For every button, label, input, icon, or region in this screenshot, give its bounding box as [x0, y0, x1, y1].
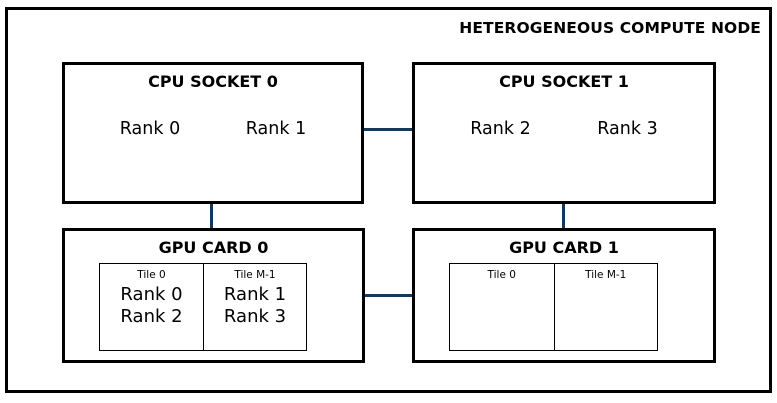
cpu-socket-1-title: CPU SOCKET 1 [499, 72, 629, 91]
cpu-socket-0-block[interactable]: CPU SOCKET 0 Rank 0 Rank 1 [62, 62, 364, 204]
gpu-card-0-tile-0-ranks: Rank 0 Rank 2 [120, 284, 182, 328]
gpu-card-0-tile-m-1[interactable]: Tile M-1 Rank 1 Rank 3 [203, 264, 306, 350]
gpu-card-0-tile-0-rank-0: Rank 0 [120, 284, 183, 306]
gpu-card-0-tile-0-label: Tile 0 [137, 269, 166, 281]
gpu-card-0-title: GPU CARD 0 [158, 238, 269, 257]
gpu-card-1-tile-0-label: Tile 0 [487, 269, 516, 281]
connector-gpu0-to-gpu1 [363, 294, 413, 297]
gpu-card-1-block[interactable]: GPU CARD 1 Tile 0 Tile M-1 [412, 228, 716, 363]
gpu-card-0-block[interactable]: GPU CARD 0 Tile 0 Rank 0 Rank 2 Tile M-1… [62, 228, 365, 363]
gpu-card-1-tile-group: Tile 0 Tile M-1 [449, 263, 658, 351]
gpu-card-0-tile-m-1-label: Tile M-1 [234, 269, 276, 281]
gpu-card-0-tile-m-1-rank-3: Rank 3 [223, 306, 287, 328]
connector-cpu0-to-gpu0 [210, 202, 213, 229]
connector-cpu1-to-gpu1 [562, 202, 565, 229]
node-title: HETEROGENEOUS COMPUTE NODE [459, 19, 761, 37]
gpu-card-1-tile-0[interactable]: Tile 0 [450, 264, 554, 350]
gpu-card-0-tile-group: Tile 0 Rank 0 Rank 2 Tile M-1 Rank 1 Ran… [99, 263, 307, 351]
cpu-socket-1-rank-3: Rank 3 [597, 119, 658, 139]
cpu-socket-1-block[interactable]: CPU SOCKET 1 Rank 2 Rank 3 [412, 62, 716, 204]
gpu-card-0-tile-m-1-ranks: Rank 1 Rank 3 [224, 284, 286, 328]
cpu-socket-1-ranks: Rank 2 Rank 3 [415, 119, 713, 139]
gpu-card-1-title: GPU CARD 1 [509, 238, 619, 257]
connector-cpu0-to-cpu1 [363, 128, 413, 131]
gpu-card-0-tile-m-1-rank-1: Rank 1 [223, 284, 287, 306]
cpu-socket-1-rank-2: Rank 2 [470, 119, 531, 139]
gpu-card-0-tile-0[interactable]: Tile 0 Rank 0 Rank 2 [100, 264, 203, 350]
cpu-socket-0-rank-1: Rank 1 [245, 119, 307, 139]
cpu-socket-0-title: CPU SOCKET 0 [148, 72, 278, 91]
gpu-card-0-tile-0-rank-2: Rank 2 [120, 306, 183, 328]
cpu-socket-0-rank-0: Rank 0 [119, 119, 181, 139]
cpu-socket-0-ranks: Rank 0 Rank 1 [65, 119, 361, 139]
gpu-card-1-tile-m-1[interactable]: Tile M-1 [553, 264, 658, 350]
gpu-card-1-tile-m-1-label: Tile M-1 [585, 269, 627, 281]
